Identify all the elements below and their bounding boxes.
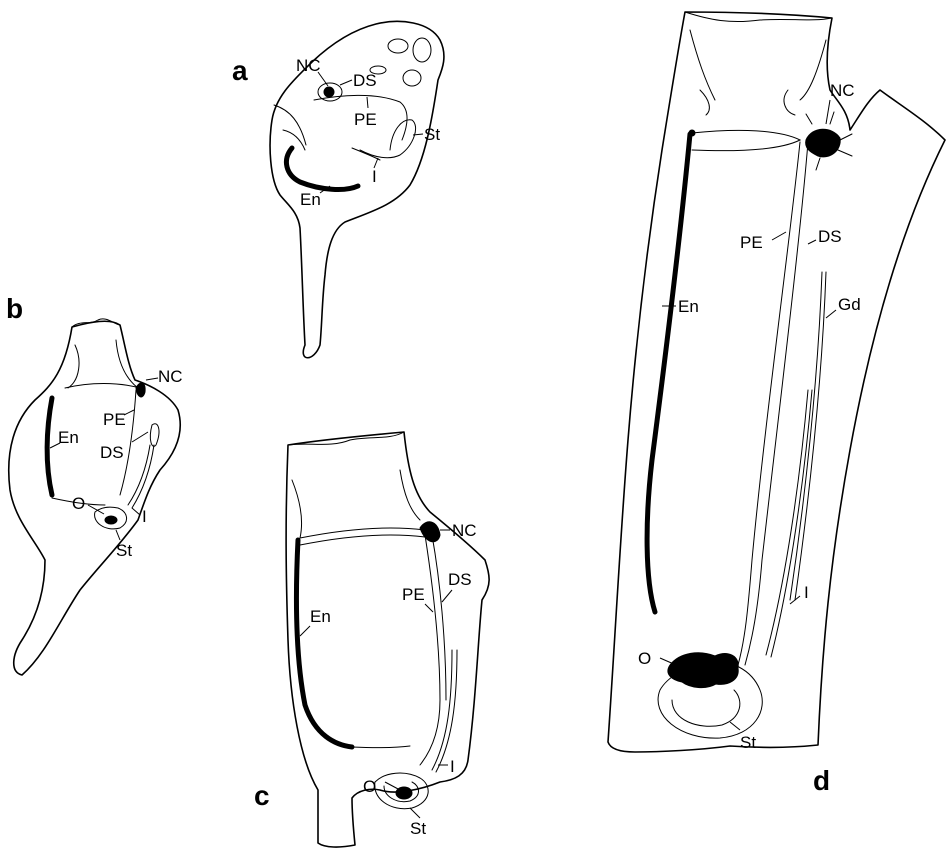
panel-c-ds-leader [442,590,452,602]
panel-c-ds-label: DS [448,570,472,589]
panel-d-letter: d [813,765,830,796]
panel-b-ds-leader [132,432,148,442]
panel-a-ds-leader [340,80,352,85]
panel-c-st-label: St [410,819,426,838]
panel-a-i-label: I [372,167,377,186]
panel-d-notch-left [700,90,709,115]
panel-a-endostyle [286,148,358,189]
panel-d-gd-1 [790,272,822,600]
panel-d-body-outline [608,12,945,752]
panel-b-ds-shape [150,424,159,447]
panel-c-pe-leader [425,604,433,612]
panel-d-nc-shape [806,129,841,157]
panel-d-cavity-top [692,130,800,150]
panel-c-funnel-left [292,480,302,538]
panel-a-st-label: St [424,125,440,144]
panel-b-nc-leader [146,378,158,380]
panel-d-gd-label: Gd [838,295,861,314]
panel-b: b NC PE DS En O I St [6,293,183,675]
panel-d: d NC PE DS Gd En I O St [608,12,945,796]
panel-c-endostyle [296,540,352,747]
panel-d-st-leader [730,722,740,730]
panel-b-cavity-top [65,384,140,389]
panel-b-nc-shape [136,383,145,397]
panel-a-ds-blob-4 [403,70,421,86]
panel-c-funnel-right [400,470,420,520]
panel-b-endostyle [47,398,52,495]
panel-d-o-label: O [638,649,651,668]
panel-d-nc-leader [826,100,830,124]
panel-d-ds-label: DS [818,227,842,246]
panel-d-ds-leader [808,240,816,244]
panel-c-nc-label: NC [452,521,477,540]
panel-a-funnel [274,105,306,145]
panel-a: a NC DS PE St I En [232,21,444,357]
panel-b-ovary [105,516,117,524]
panel-a-ds-blob-1 [388,39,408,53]
panel-c-pe-label: PE [402,585,425,604]
panel-b-o-leader [88,505,104,514]
panel-d-ds [745,142,808,665]
panel-d-en-label: En [678,297,699,316]
panel-c-cavity-bottom [352,746,410,748]
panel-c-ds [432,535,446,700]
panel-d-notch-right [784,90,795,115]
panel-b-ds-label: DS [100,443,124,462]
panel-d-funnel-right [800,40,826,100]
panel-a-intestine [352,148,380,160]
panel-d-funnel-left [690,30,715,100]
panel-c-en-label: En [310,607,331,626]
panel-a-ds-label: DS [353,71,377,90]
panel-c: c NC PE DS En O I St [254,432,489,847]
panel-d-intestine-1 [766,390,808,655]
panel-d-pe-leader [772,232,786,240]
panel-c-en-leader [300,626,310,636]
panel-a-nc-label: NC [296,56,321,75]
panel-d-gd-leader [826,310,836,318]
panel-c-letter: c [254,780,270,811]
panel-b-i-leader [132,508,140,515]
panel-d-pe-label: PE [740,233,763,252]
panel-c-i-label: I [450,757,455,776]
panel-d-nc-label: NC [830,81,855,100]
panel-a-pe-leader [367,97,368,108]
panel-c-nc-shape [420,522,440,542]
panel-c-o-leader [385,782,400,790]
panel-a-neural-complex-core [324,87,334,97]
panel-b-body-outline [9,321,181,675]
panel-b-i-label: I [142,507,147,526]
panel-c-intestine-1 [432,650,452,770]
panel-a-en-label: En [300,190,321,209]
panel-b-st-label: St [116,541,132,560]
panel-c-cavity-top-2 [300,535,425,545]
panel-d-stomach-inner [672,690,740,726]
panel-b-funnel [68,345,79,388]
panel-d-pe [738,142,800,665]
panel-c-o-label: O [363,777,376,796]
panel-b-letter: b [6,293,23,324]
panel-a-pe-label: PE [354,110,377,129]
panel-b-nc-label: NC [158,367,183,386]
panel-b-funnel-2 [116,340,138,388]
panel-a-letter: a [232,55,248,86]
panel-b-st-leader [116,530,120,540]
panel-d-st-label: St [740,733,756,752]
panel-c-st-leader [410,808,420,818]
panel-b-en-label: En [58,428,79,447]
panel-b-intestine-2 [132,445,154,508]
panel-d-i-label: I [804,583,809,602]
panel-b-pe-label: PE [103,410,126,429]
panel-c-body-outline [286,432,489,847]
panel-d-ovary [668,653,738,688]
panel-a-ds-blob-2 [413,38,431,62]
panel-b-o-label: O [72,494,85,513]
